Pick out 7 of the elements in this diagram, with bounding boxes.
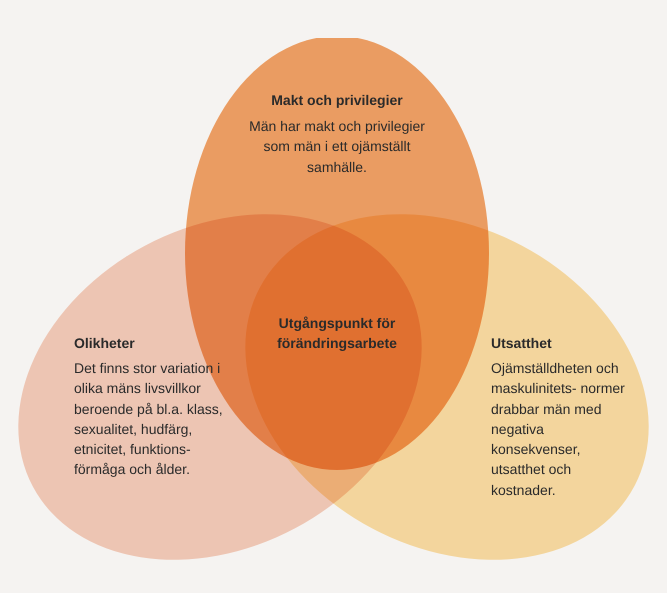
description: Det finns stor variation i olika mäns livsvillkor beroende på bl.a. klass, sexualitet, hudfärg, etnicitet, funktions- förmåga och ålder. — [74, 359, 224, 480]
description: Män har makt och privilegier som män i ett ojämställt samhälle. — [248, 117, 426, 177]
center-label: Utgångspunkt för förändringsarbete — [276, 314, 398, 354]
description: Ojämställdheten och maskulinitets- normer drabbar män med negativa konsekvenser, utsatthet och kostnader. — [491, 359, 626, 500]
heading: Olikheter — [74, 334, 136, 353]
heading: Makt och privilegier — [270, 91, 404, 110]
heading: Utsatthet — [491, 334, 553, 353]
